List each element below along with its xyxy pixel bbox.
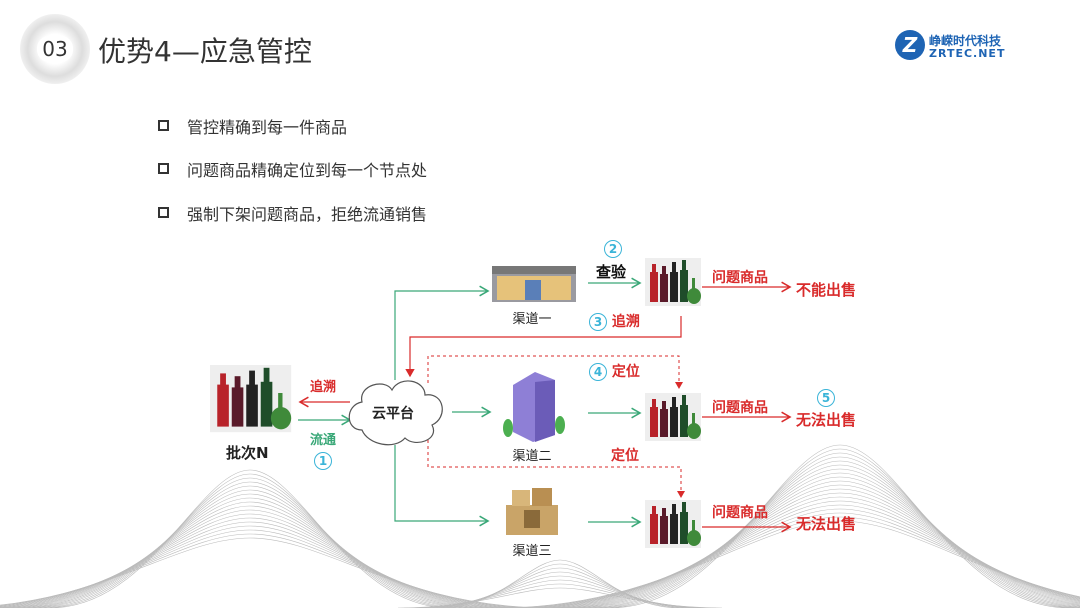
inspect-label: 查验 <box>596 263 627 281</box>
logo-cn: 峥嵘时代科技 <box>929 34 1002 48</box>
trace-back-label: 追溯 <box>310 380 337 395</box>
section-number: 03 <box>37 36 73 62</box>
wave-line <box>1 501 499 608</box>
wave-line <box>31 481 469 608</box>
bullet-text: 强制下架问题商品，拒绝流通销售 <box>187 205 428 224</box>
wave-line <box>573 468 1080 608</box>
wave-line <box>555 480 1080 608</box>
batch-label: 批次N <box>226 444 269 462</box>
wave-line <box>561 476 1080 608</box>
wave-line <box>543 488 1080 608</box>
wave-line <box>37 477 463 608</box>
channel-3-label: 渠道三 <box>512 544 552 559</box>
bullet-square-icon <box>158 207 169 218</box>
logo-en: ZRTEC.NET <box>929 47 1006 60</box>
wave-line <box>585 460 1080 608</box>
problem-bottles-image <box>645 393 701 441</box>
step-2-badge: 2 <box>604 240 622 258</box>
bullet-text: 管控精确到每一件商品 <box>187 118 348 137</box>
bullet-item: 强制下架问题商品，拒绝流通销售 <box>158 201 427 225</box>
result-label: 不能出售 <box>796 281 857 299</box>
step-4-badge: 4 <box>589 363 607 381</box>
wave-line <box>549 484 1080 608</box>
wave-line <box>13 493 487 608</box>
flow-line <box>394 285 490 380</box>
locate-label: 定位 <box>611 364 640 380</box>
wave-line <box>7 497 493 608</box>
channel-2-label: 渠道二 <box>512 449 552 464</box>
problem-bottles-image <box>645 500 701 548</box>
trace-line <box>405 316 682 378</box>
wave-line <box>591 456 1080 608</box>
building-icon <box>503 372 565 442</box>
wave-line <box>537 492 1080 608</box>
step-5-badge: 5 <box>817 389 835 407</box>
bullet-square-icon <box>158 120 169 131</box>
bullet-item: 管控精确到每一件商品 <box>158 114 347 138</box>
problem-goods-label: 问题商品 <box>712 270 768 286</box>
wave-line <box>43 473 457 608</box>
trace-label: 追溯 <box>611 314 640 330</box>
wave-line <box>609 444 1071 608</box>
wave-line <box>597 452 1080 608</box>
wave-line <box>25 485 475 608</box>
wave-line <box>397 587 723 608</box>
locate-label-2: 定位 <box>611 448 639 464</box>
flow-line <box>394 445 490 527</box>
wave-line <box>579 464 1080 608</box>
wave-line <box>0 513 517 608</box>
bullet-item: 问题商品精确定位到每一个节点处 <box>158 157 427 181</box>
problem-goods-label: 问题商品 <box>712 505 768 521</box>
batch-bottles-image <box>210 365 292 433</box>
wave-line <box>49 469 451 608</box>
wave-line <box>495 520 1080 608</box>
circulate-label: 流通 <box>310 433 337 448</box>
channel-1-label: 渠道一 <box>512 312 552 327</box>
result-label: 无法出售 <box>796 515 857 533</box>
wave-line <box>0 509 511 608</box>
bullet-text: 问题商品精确定位到每一个节点处 <box>187 161 428 180</box>
boxes-icon <box>506 488 558 535</box>
wave-line <box>603 448 1077 608</box>
problem-goods-label: 问题商品 <box>712 400 768 416</box>
store-icon <box>492 266 576 302</box>
locate-dashed-line <box>427 440 685 498</box>
wave-line <box>19 489 481 608</box>
step-3-badge: 3 <box>589 313 607 331</box>
wave-line <box>525 500 1080 608</box>
wave-line <box>0 537 553 608</box>
wave-line <box>567 472 1080 608</box>
wave-line <box>403 583 717 608</box>
result-label: 无法出售 <box>796 411 857 429</box>
problem-bottles-image <box>645 258 701 306</box>
wave-line <box>531 496 1080 608</box>
cloud-icon <box>348 380 443 446</box>
page-title: 优势4—应急管控 <box>98 35 312 68</box>
logo-icon: Z <box>895 30 925 60</box>
wave-line <box>0 505 505 608</box>
step-1-badge: 1 <box>314 452 332 470</box>
locate-dashed-line <box>427 355 683 389</box>
cloud-platform-label: 云平台 <box>372 406 414 422</box>
section-badge: 03 <box>20 14 90 84</box>
bullet-square-icon <box>158 163 169 174</box>
